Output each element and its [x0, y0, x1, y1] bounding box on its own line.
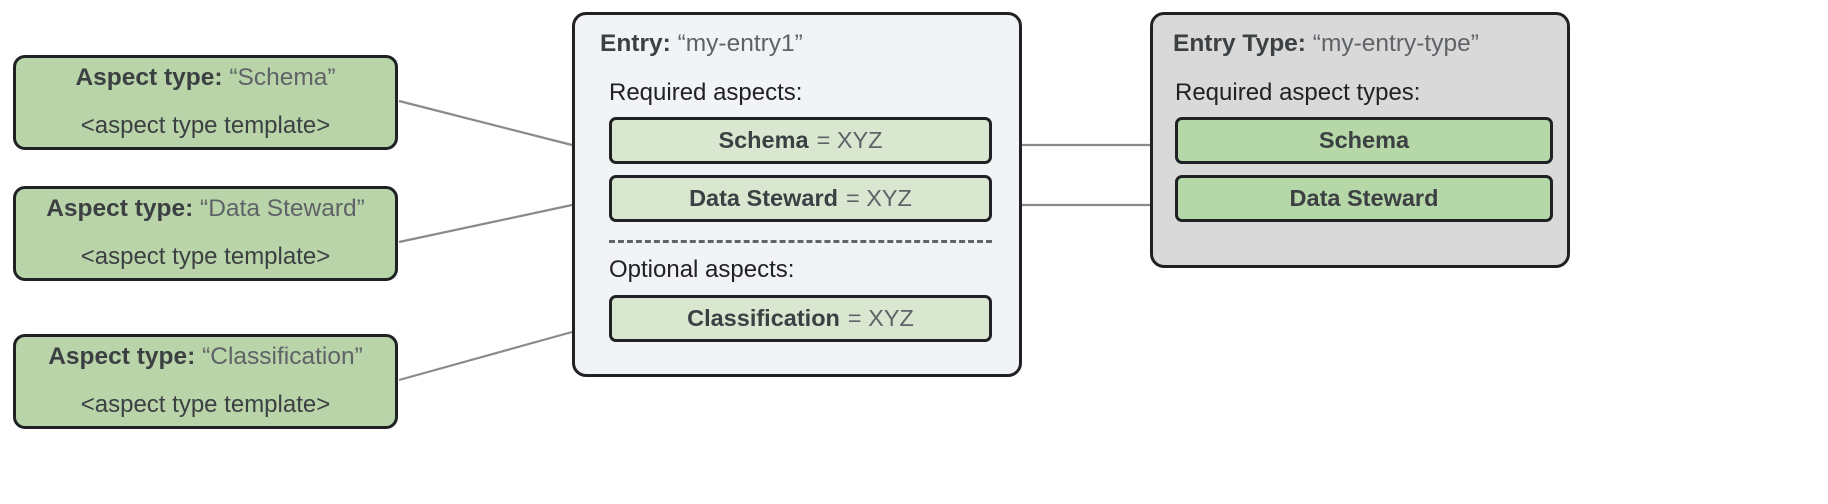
aspect-type-card-title: Aspect type: “Schema”: [75, 64, 336, 92]
aspect-name: Schema: [718, 127, 809, 154]
entry-type-panel-title: Entry Type: “my-entry-type”: [1173, 30, 1553, 58]
aspect-type-name: “Classification”: [202, 343, 363, 371]
entry-panel[interactable]: Entry: “my-entry1” Required aspects: Sch…: [572, 12, 1022, 377]
aspect-type-template: <aspect type template>: [80, 391, 331, 419]
aspect-name: Classification: [687, 304, 840, 331]
aspect-type-name: “Schema”: [229, 64, 336, 92]
aspect-type-card-schema[interactable]: Aspect type: “Schema” <aspect type templ…: [13, 55, 398, 150]
aspect-type-label: Aspect type:: [46, 195, 194, 223]
aspect-type-card-data-steward[interactable]: Aspect type: “Data Steward” <aspect type…: [13, 186, 398, 281]
entry-name: “my-entry1”: [677, 30, 803, 57]
connector-schema-aspecttype-to-entry: [398, 99, 573, 147]
required-aspects-label: Required aspects:: [609, 78, 803, 106]
aspect-type-card-title: Aspect type: “Data Steward”: [46, 195, 365, 223]
entry-type-panel[interactable]: Entry Type: “my-entry-type” Required asp…: [1150, 12, 1570, 268]
aspect-type-template: <aspect type template>: [80, 112, 331, 140]
entry-optional-aspect-classification[interactable]: Classification = XYZ: [609, 294, 992, 342]
connector-datasteward-aspecttype-to-entry: [398, 203, 573, 244]
aspect-type-template: <aspect type template>: [80, 243, 331, 271]
aspect-type-card-title: Aspect type: “Classification”: [48, 343, 363, 371]
entry-label: Entry:: [600, 30, 671, 57]
aspect-type-label: Aspect type:: [75, 64, 223, 92]
aspect-type-name: “Data Steward”: [200, 195, 365, 223]
entry-type-label: Entry Type:: [1173, 30, 1306, 57]
entry-type-name: “my-entry-type”: [1312, 30, 1479, 57]
aspect-type-card-classification[interactable]: Aspect type: “Classification” <aspect ty…: [13, 334, 398, 429]
aspect-value: = XYZ: [847, 304, 914, 331]
required-optional-divider: [609, 240, 992, 244]
aspect-value: = XYZ: [816, 127, 883, 154]
entry-type-required-data-steward[interactable]: Data Steward: [1175, 175, 1553, 223]
required-aspect-types-label: Required aspect types:: [1175, 78, 1421, 106]
aspect-name: Data Steward: [689, 185, 838, 212]
connector-classification-aspecttype-to-entry: [398, 330, 573, 382]
entry-panel-title: Entry: “my-entry1”: [600, 30, 1002, 58]
aspect-type-label: Aspect type:: [48, 343, 196, 371]
optional-aspects-label: Optional aspects:: [609, 256, 795, 284]
entry-required-aspect-data-steward[interactable]: Data Steward = XYZ: [609, 175, 992, 223]
aspect-value: = XYZ: [845, 185, 912, 212]
entry-required-aspect-schema[interactable]: Schema = XYZ: [609, 117, 992, 165]
entry-type-required-schema[interactable]: Schema: [1175, 117, 1553, 165]
